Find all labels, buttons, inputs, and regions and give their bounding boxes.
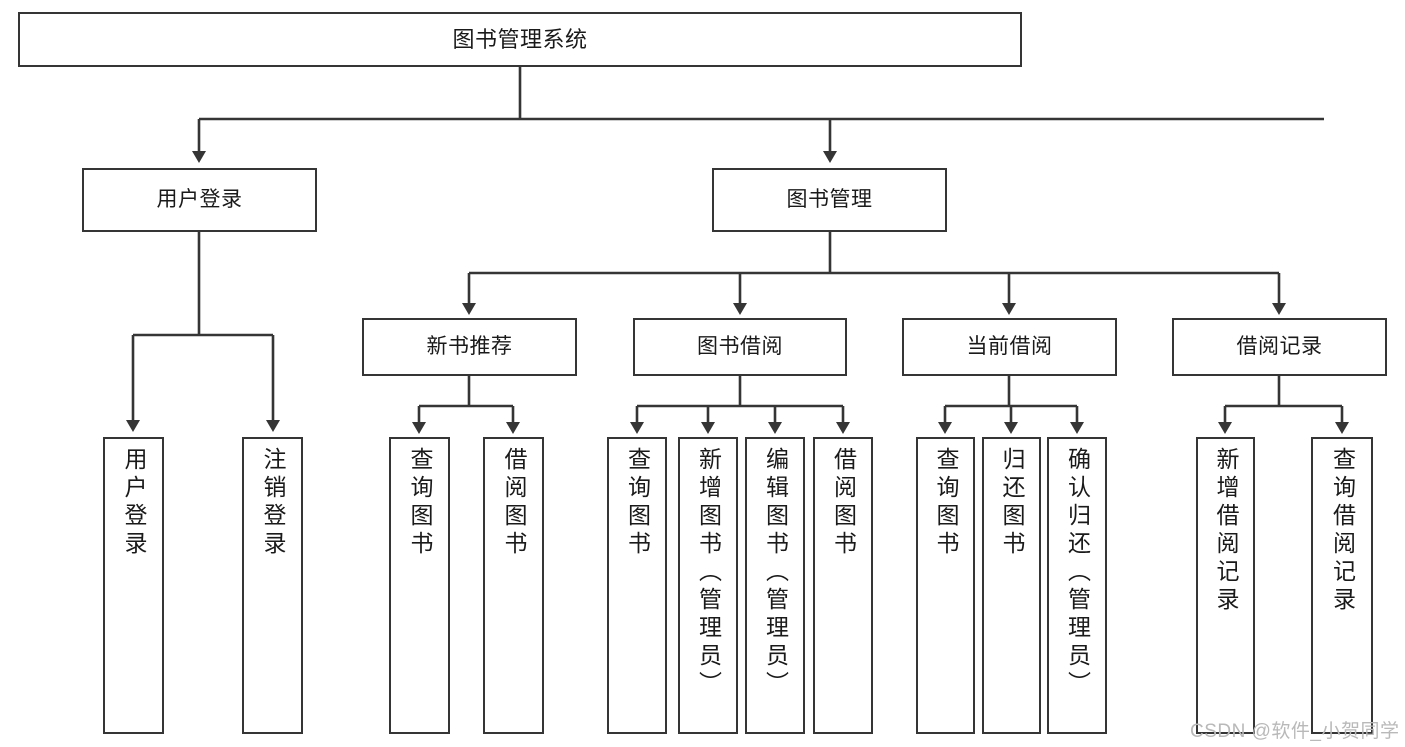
node-leaf-user-login-label: 用户登录: [121, 447, 147, 559]
node-book-manage[interactable]: 图书管理: [712, 168, 947, 232]
node-leaf-query-book-3[interactable]: 查询图书: [916, 437, 975, 734]
node-leaf-edit-book-label: 编辑图书（管理员）: [762, 447, 789, 699]
node-leaf-borrow-book-1-label: 借阅图书: [501, 447, 527, 559]
node-leaf-query-book-3-label: 查询图书: [933, 447, 959, 559]
node-leaf-query-record-label: 查询借阅记录: [1329, 447, 1356, 615]
node-leaf-logout-label: 注销登录: [260, 447, 286, 559]
node-new-book-recommend-label: 新书推荐: [426, 334, 513, 358]
node-leaf-borrow-book-2[interactable]: 借阅图书: [813, 437, 873, 734]
node-borrow-record-label: 借阅记录: [1236, 334, 1323, 358]
node-leaf-return-book-label: 归还图书: [999, 447, 1025, 559]
node-leaf-add-book-label: 新增图书（管理员）: [695, 447, 722, 699]
node-current-borrow-label: 当前借阅: [966, 334, 1053, 358]
node-leaf-query-book-1[interactable]: 查询图书: [389, 437, 450, 734]
node-leaf-add-record[interactable]: 新增借阅记录: [1196, 437, 1255, 734]
node-user-login-label: 用户登录: [156, 187, 243, 211]
node-leaf-return-book[interactable]: 归还图书: [982, 437, 1041, 734]
node-book-manage-label: 图书管理: [786, 187, 873, 211]
node-leaf-logout[interactable]: 注销登录: [242, 437, 303, 734]
node-root-label: 图书管理系统: [452, 26, 588, 52]
node-root[interactable]: 图书管理系统: [18, 12, 1022, 67]
node-leaf-borrow-book-2-label: 借阅图书: [830, 447, 857, 559]
node-leaf-confirm-return-label: 确认归还（管理员）: [1064, 447, 1091, 699]
node-borrow-record[interactable]: 借阅记录: [1172, 318, 1387, 376]
node-leaf-confirm-return[interactable]: 确认归还（管理员）: [1047, 437, 1107, 734]
node-leaf-borrow-book-1[interactable]: 借阅图书: [483, 437, 544, 734]
node-leaf-query-record[interactable]: 查询借阅记录: [1311, 437, 1373, 734]
node-leaf-query-book-2[interactable]: 查询图书: [607, 437, 667, 734]
csdn-watermark: CSDN @软件_小贺同学: [1190, 721, 1400, 742]
node-leaf-query-book-1-label: 查询图书: [407, 447, 433, 559]
node-book-borrow-label: 图书借阅: [697, 334, 783, 358]
node-leaf-edit-book[interactable]: 编辑图书（管理员）: [745, 437, 805, 734]
node-user-login[interactable]: 用户登录: [82, 168, 317, 232]
node-leaf-add-book[interactable]: 新增图书（管理员）: [678, 437, 738, 734]
node-leaf-add-record-label: 新增借阅记录: [1213, 447, 1239, 615]
node-book-borrow[interactable]: 图书借阅: [633, 318, 847, 376]
node-new-book-recommend[interactable]: 新书推荐: [362, 318, 577, 376]
node-current-borrow[interactable]: 当前借阅: [902, 318, 1117, 376]
node-leaf-query-book-2-label: 查询图书: [624, 447, 651, 559]
node-leaf-user-login[interactable]: 用户登录: [103, 437, 164, 734]
